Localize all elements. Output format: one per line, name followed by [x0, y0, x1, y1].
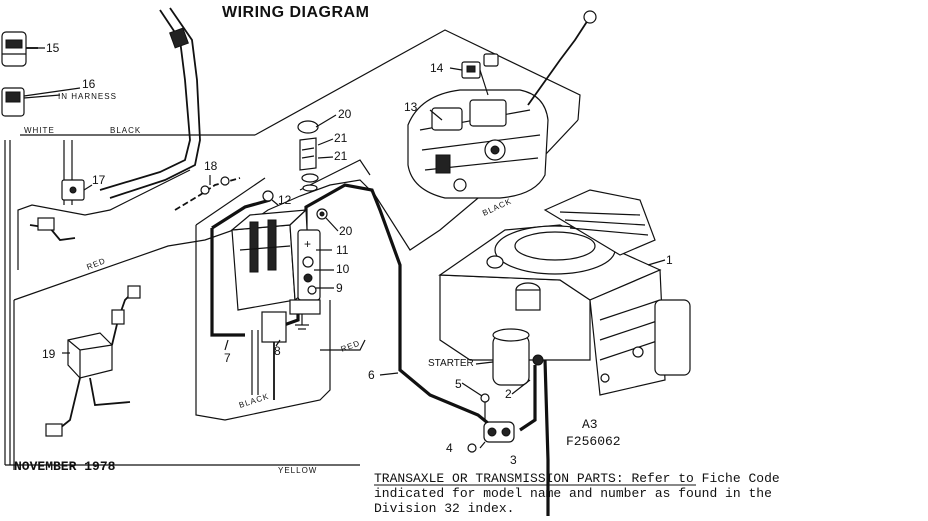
- footnote-line-1: TRANSAXLE OR TRANSMISSION PARTS: Refer t…: [374, 471, 780, 486]
- carburetor-assembly: [407, 10, 597, 199]
- callout-20-top: 20: [338, 107, 352, 121]
- callout-12: 12: [278, 193, 292, 207]
- wire-label-red-right: RED: [340, 339, 362, 354]
- callout-9: 9: [336, 281, 343, 295]
- callout-18: 18: [204, 159, 218, 173]
- callout-3: 3: [510, 453, 517, 467]
- reference-code: A3: [582, 417, 598, 432]
- starter-label: STARTER: [428, 358, 474, 369]
- footnote-line-2: indicated for model name and number as f…: [374, 486, 772, 501]
- callout-13: 13: [404, 100, 418, 114]
- starter-solenoid: [467, 393, 515, 453]
- callout-6: 6: [368, 368, 375, 382]
- callout-5: 5: [455, 377, 462, 391]
- wire-label-black-lower: BLACK: [238, 392, 270, 410]
- battery-charger: [45, 285, 141, 437]
- callout-2: 2: [505, 387, 512, 401]
- battery-bracket: [261, 311, 287, 400]
- engine: [438, 189, 691, 396]
- starter-motor: [475, 328, 544, 386]
- callout-8: 8: [274, 344, 281, 358]
- ignition-switch: [1, 31, 38, 67]
- callout-numbers: 15 16 17 18 19 20 21 21 20 11 10 9 12 13…: [42, 41, 673, 467]
- throttle-rod: [99, 7, 201, 199]
- callout-17: 17: [92, 173, 106, 187]
- harness-clip: [29, 179, 85, 241]
- callout-21-top: 21: [334, 131, 348, 145]
- battery-frame: [195, 159, 371, 421]
- harness-connector: [1, 87, 61, 117]
- callout-16: 16: [82, 77, 96, 91]
- solenoid-hardware: +: [262, 120, 328, 330]
- fuse-line: [174, 176, 241, 211]
- callout-19: 19: [42, 347, 56, 361]
- callout-7: 7: [224, 351, 231, 365]
- callout-14: 14: [430, 61, 444, 75]
- fiche-code: F256062: [566, 434, 621, 449]
- wire-label-yellow: YELLOW: [278, 466, 317, 475]
- callout-4: 4: [446, 441, 453, 455]
- callout-21-lower: 21: [334, 149, 348, 163]
- wire-label-red-left: RED: [85, 256, 107, 272]
- callout-leaders: [23, 47, 666, 449]
- callout-10: 10: [336, 262, 350, 276]
- heavy-cables: [210, 183, 550, 516]
- harness-note: IN HARNESS: [58, 92, 117, 101]
- kill-switch-connector: [461, 53, 499, 96]
- callout-20-lower: 20: [339, 224, 353, 238]
- publication-date: NOVEMBER 1978: [14, 459, 116, 474]
- plus-sign: +: [304, 237, 311, 251]
- callout-11: 11: [336, 243, 349, 257]
- battery: [230, 208, 311, 311]
- wire-label-white: WHITE: [24, 126, 55, 135]
- wire-label-black-engine: BLACK: [481, 196, 513, 217]
- wire-label-black-top: BLACK: [110, 126, 141, 135]
- diagram-title: WIRING DIAGRAM: [222, 4, 369, 21]
- footnote-line-3: Division 32 index.: [374, 501, 514, 516]
- left-harness-box: [4, 140, 191, 465]
- callout-1: 1: [666, 253, 673, 267]
- callout-15: 15: [46, 41, 60, 55]
